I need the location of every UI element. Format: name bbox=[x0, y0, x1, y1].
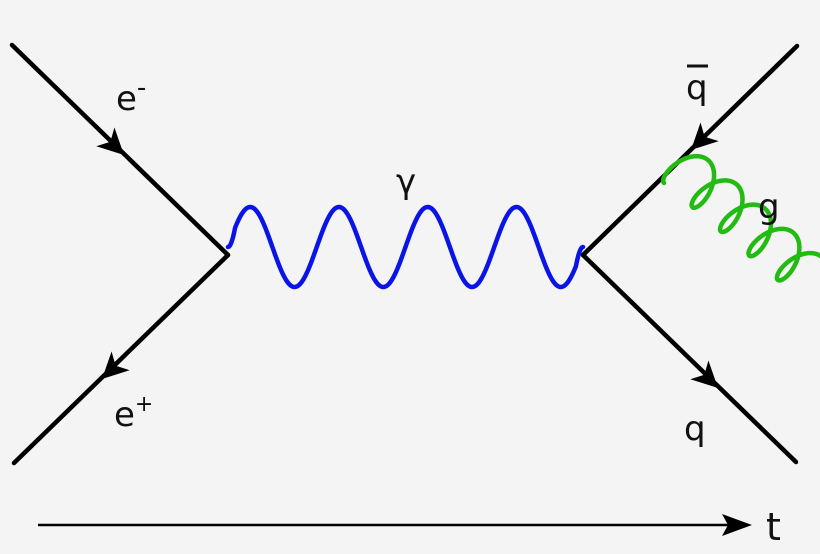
electron-charge: - bbox=[137, 73, 146, 103]
quark-label: q bbox=[684, 409, 706, 449]
positron-line bbox=[11, 252, 231, 466]
gluon-coil bbox=[660, 153, 820, 283]
quark-line bbox=[580, 252, 799, 465]
antiquark-line bbox=[580, 43, 800, 258]
electron-label: e- bbox=[116, 73, 146, 119]
positron-charge: + bbox=[135, 392, 153, 417]
time-axis-arrow bbox=[722, 514, 752, 536]
positron-label: e+ bbox=[114, 392, 153, 435]
photon-label: γ bbox=[396, 162, 416, 202]
photon-wave bbox=[225, 204, 586, 290]
gluon-label: g bbox=[758, 187, 780, 227]
antiquark-label: q bbox=[686, 68, 708, 108]
time-axis-label: t bbox=[766, 505, 781, 549]
